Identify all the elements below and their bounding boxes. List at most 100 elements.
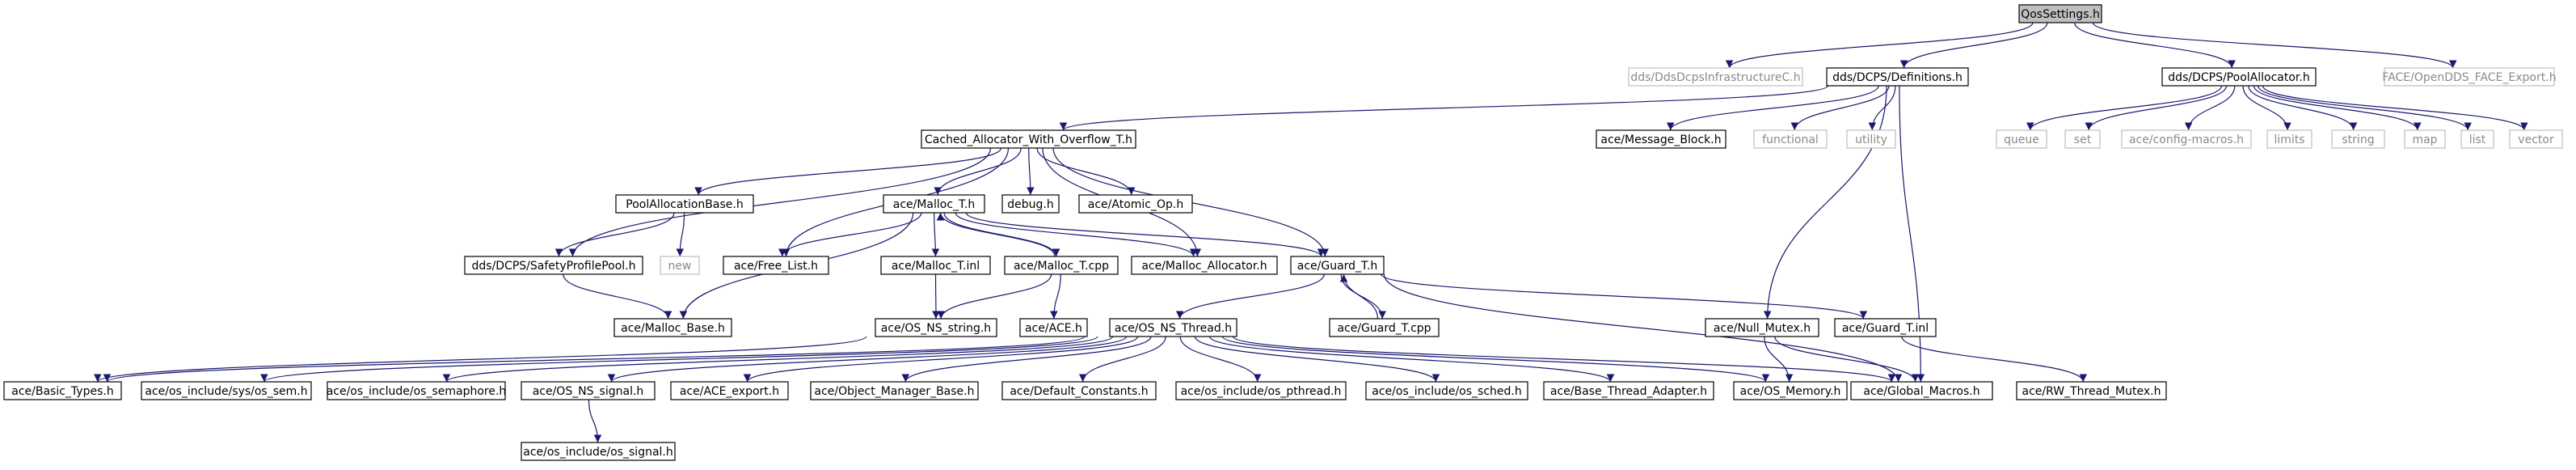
edge-dds-dcps-poolallocator-h-to-queue: [2026, 85, 2223, 131]
node-label: ace/Malloc_T.cpp: [1014, 260, 1109, 273]
node-ace-os-include-os-sched-h[interactable]: ace/os_include/os_sched.h: [1365, 381, 1528, 400]
node-ace-os-ns-thread-h[interactable]: ace/OS_NS_Thread.h: [1109, 318, 1237, 337]
edge-ace-guard-t-h-to-ace-global-macros-h: [1383, 273, 1903, 383]
node-label: debug.h: [1007, 198, 1053, 211]
node-ace-malloc-t-inl[interactable]: ace/Malloc_T.inl: [880, 256, 991, 275]
node-box: [2121, 129, 2252, 149]
node-box: [1175, 381, 1347, 400]
node-dds-dcps-poolallocator-h[interactable]: dds/DCPS/PoolAllocator.h: [2161, 67, 2317, 87]
node-ace-atomic-op-h[interactable]: ace/Atomic_Op.h: [1078, 194, 1193, 214]
node-label: ace/ACE.h: [1025, 322, 1082, 335]
node-ace-malloc-t-cpp[interactable]: ace/Malloc_T.cpp: [1004, 256, 1119, 275]
edge-dds-dcps-poolallocator-h-to-set: [2085, 85, 2228, 131]
node-dds-dcps-definitions-h[interactable]: dds/DCPS/Definitions.h: [1826, 67, 1969, 87]
node-label: ace/Malloc_T.inl: [892, 260, 980, 273]
node-box: [723, 256, 829, 275]
edge-ace-malloc-t-h-to-ace-malloc-allocator-h: [955, 212, 1198, 257]
node-ace-rw-thread-mutex-h[interactable]: ace/RW_Thread_Mutex.h: [2016, 381, 2167, 400]
node-debug-h[interactable]: debug.h: [1001, 194, 1060, 214]
edge-ace-malloc-t-cpp-to-ace-malloc-t-h: [936, 212, 1056, 257]
node-poolallocationbase-h[interactable]: PoolAllocationBase.h: [615, 194, 754, 214]
edge-qossettings-h-to-dds-dcps-poolallocator-h: [2074, 22, 2236, 69]
edge-ace-guard-t-cpp-to-ace-guard-t-h: [1339, 273, 1379, 320]
node-map: map: [2404, 129, 2446, 149]
node-ace-basic-types-h[interactable]: ace/Basic_Types.h: [3, 381, 122, 400]
node-box: [327, 381, 506, 400]
node-queue: queue: [1996, 129, 2047, 149]
node-ace-guard-t-h[interactable]: ace/Guard_T.h: [1290, 256, 1385, 275]
node-box: [1131, 256, 1278, 275]
node-ace-malloc-allocator-h[interactable]: ace/Malloc_Allocator.h: [1131, 256, 1278, 275]
node-box: [1543, 381, 1714, 400]
node-ace-guard-t-inl[interactable]: ace/Guard_T.inl: [1834, 318, 1937, 337]
node-ace-guard-t-cpp[interactable]: ace/Guard_T.cpp: [1329, 318, 1440, 337]
node-label: map: [2412, 133, 2437, 146]
node-label: ace/Free_List.h: [734, 260, 818, 273]
node-box: [875, 318, 997, 337]
node-label: PoolAllocationBase.h: [626, 198, 743, 211]
edge-ace-os-ns-thread-h-to-ace-ace-export-h: [743, 336, 1139, 383]
node-box: [670, 381, 789, 400]
node-dds-dcps-safetyprofilepool-h[interactable]: dds/DCPS/SafetyProfilePool.h: [464, 256, 643, 275]
node-label: utility: [1855, 133, 1887, 146]
node-ace-os-include-os-signal-h[interactable]: ace/os_include/os_signal.h: [521, 442, 676, 461]
node-ace-ace-export-h[interactable]: ace/ACE_export.h: [670, 381, 789, 400]
node-ace-os-memory-h[interactable]: ace/OS_Memory.h: [1733, 381, 1848, 400]
node-label: new: [668, 260, 692, 273]
node-ace-os-ns-signal-h[interactable]: ace/OS_NS_signal.h: [521, 381, 656, 400]
node-box: [613, 318, 732, 337]
node-label: ace/Malloc_Allocator.h: [1141, 260, 1267, 273]
node-box: [3, 381, 122, 400]
node-ace-os-ns-string-h[interactable]: ace/OS_NS_string.h: [875, 318, 997, 337]
edge-ace-guard-t-h-to-ace-os-ns-thread-h: [1175, 273, 1325, 320]
edge-dds-dcps-poolallocator-h-to-vector: [2262, 85, 2528, 131]
node-ace-malloc-base-h[interactable]: ace/Malloc_Base.h: [613, 318, 732, 337]
edge-ace-os-ns-thread-h-to-ace-os-memory-h: [1221, 336, 1770, 383]
node-ace-malloc-t-h[interactable]: ace/Malloc_T.h: [883, 194, 985, 214]
node-ace-os-include-sys-os-sem-h[interactable]: ace/os_include/sys/os_sem.h: [141, 381, 312, 400]
node-box: [1078, 194, 1193, 214]
edge-ace-os-ns-thread-h-to-ace-os-include-os-semaphore-h: [442, 336, 1114, 383]
node-cached-allocator-with-overflow-t-h[interactable]: Cached_Allocator_With_Overflow_T.h: [921, 129, 1136, 149]
node-label: ace/Atomic_Op.h: [1088, 198, 1183, 211]
node-label: set: [2074, 133, 2092, 146]
node-box: [141, 381, 312, 400]
node-box: [615, 194, 754, 214]
node-list: list: [2460, 129, 2494, 149]
node-box: [2266, 129, 2312, 149]
node-vector: vector: [2509, 129, 2563, 149]
node-box: [1753, 129, 1828, 149]
node-ace-os-include-os-semaphore-h[interactable]: ace/os_include/os_semaphore.h: [327, 381, 507, 400]
node-box: [1109, 318, 1237, 337]
node-box: [1596, 129, 1726, 149]
edge-qossettings-h-to-dds-ddsdcpsinfrastructurec-h: [1725, 22, 2034, 69]
edge-ace-malloc-t-cpp-to-ace-ace-h: [1050, 273, 1061, 320]
node-ace-global-macros-h[interactable]: ace/Global_Macros.h: [1850, 381, 1993, 400]
node-ace-null-mutex-h[interactable]: ace/Null_Mutex.h: [1705, 318, 1819, 337]
node-new: new: [660, 256, 700, 275]
node-box: [2064, 129, 2101, 149]
node-ace-base-thread-adapter-h[interactable]: ace/Base_Thread_Adapter.h: [1543, 381, 1714, 400]
node-box: [1001, 194, 1060, 214]
edge-ace-guard-t-h-to-ace-guard-t-inl: [1381, 273, 1867, 320]
node-box: [1996, 129, 2047, 149]
node-ace-object-manager-base-h[interactable]: ace/Object_Manager_Base.h: [810, 381, 979, 400]
node-ace-message-block-h[interactable]: ace/Message_Block.h: [1596, 129, 1726, 149]
node-box: [1001, 381, 1157, 400]
node-ace-default-constants-h[interactable]: ace/Default_Constants.h: [1001, 381, 1157, 400]
node-box: [1846, 129, 1896, 149]
node-label: dds/DCPS/Definitions.h: [1832, 71, 1963, 84]
edge-dds-dcps-poolallocator-h-to-map: [2253, 85, 2422, 131]
node-qossettings-h[interactable]: QosSettings.h: [2018, 4, 2102, 23]
node-ace-os-include-os-pthread-h[interactable]: ace/os_include/os_pthread.h: [1175, 381, 1347, 400]
node-label: ace/Guard_T.cpp: [1337, 322, 1431, 335]
node-box: [660, 256, 700, 275]
edge-ace-os-ns-string-h-to-ace-basic-types-h: [94, 336, 867, 383]
node-ace-ace-h[interactable]: ace/ACE.h: [1019, 318, 1088, 337]
node-ace-free-list-h[interactable]: ace/Free_List.h: [723, 256, 829, 275]
edge-ace-malloc-t-cpp-to-ace-os-ns-string-h: [937, 273, 1052, 320]
edges-layer: [94, 22, 2528, 443]
edge-ace-malloc-t-h-to-ace-guard-t-h: [965, 212, 1326, 257]
node-string: string: [2331, 129, 2385, 149]
node-label: ace/Default_Constants.h: [1010, 385, 1148, 398]
